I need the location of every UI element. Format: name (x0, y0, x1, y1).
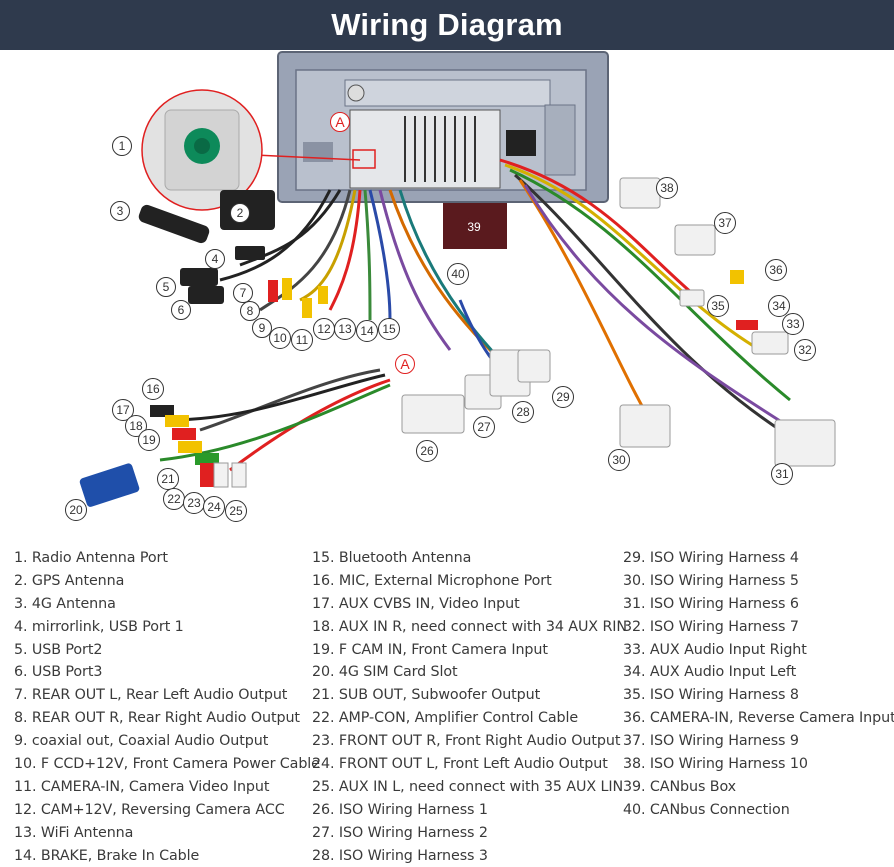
legend-item: 14. BRAKE, Brake In Cable (14, 847, 200, 864)
legend-column-1: 1. Radio Antenna Port 2. GPS Antenna 3. … (14, 547, 320, 867)
callout-11: 11 (291, 329, 313, 351)
legend-item: 12. CAM+12V, Reversing Camera ACC (14, 801, 285, 818)
legend-column-3: 29. ISO Wiring Harness 4 30. ISO Wiring … (623, 547, 894, 822)
callout-15: 15 (378, 318, 400, 340)
legend-item: 7. REAR OUT L, Rear Left Audio Output (14, 687, 288, 704)
legend-item: 26. ISO Wiring Harness 1 (312, 801, 488, 818)
legend-item: 25. AUX IN L, need connect with 35 AUX L… (312, 778, 624, 795)
page-title: Wiring Diagram (331, 7, 563, 42)
callout-39: 39 (463, 216, 485, 238)
callout-26: 26 (416, 440, 438, 462)
callout-32: 32 (794, 339, 816, 361)
wiring-diagram: A A 1 2 3 4 5 6 7 8 9 10 11 12 13 14 15 … (0, 50, 894, 540)
legend-item: 15. Bluetooth Antenna (312, 550, 472, 566)
antenna-port-zoom (141, 89, 376, 211)
callout-9: 9 (252, 318, 272, 338)
legend-item: 28. ISO Wiring Harness 3 (312, 847, 488, 864)
callout-31: 31 (771, 463, 793, 485)
callout-28: 28 (512, 401, 534, 423)
callout-5: 5 (156, 277, 176, 297)
legend-item: 8. REAR OUT R, Rear Right Audio Output (14, 710, 300, 727)
callout-20: 20 (65, 499, 87, 521)
callout-38: 38 (656, 177, 678, 199)
legend-item: 34. AUX Audio Input Left (623, 664, 797, 681)
callout-12: 12 (313, 318, 335, 340)
callout-10: 10 (269, 327, 291, 349)
callout-21: 21 (157, 468, 179, 490)
rca-connectors (150, 270, 758, 488)
callout-34: 34 (768, 295, 790, 317)
callout-27: 27 (473, 416, 495, 438)
legend-item: 35. ISO Wiring Harness 8 (623, 687, 799, 704)
legend-item: 40. CANbus Connection (623, 801, 790, 818)
cable-bundle (159, 158, 811, 472)
callout-4: 4 (205, 249, 225, 269)
callout-29: 29 (552, 386, 574, 408)
callout-30: 30 (608, 449, 630, 471)
legend-item: 16. MIC, External Microphone Port (312, 572, 552, 589)
callout-22: 22 (163, 488, 185, 510)
legend: 1. Radio Antenna Port 2. GPS Antenna 3. … (0, 547, 894, 867)
legend-item: 21. SUB OUT, Subwoofer Output (312, 687, 541, 704)
legend-item: 31. ISO Wiring Harness 6 (623, 595, 799, 612)
legend-column-2: 15. Bluetooth Antenna 16. MIC, External … (312, 547, 627, 867)
sim-slot (79, 463, 140, 507)
callout-6: 6 (171, 300, 191, 320)
callout-33: 33 (782, 313, 804, 335)
legend-item: 23. FRONT OUT R, Front Right Audio Outpu… (312, 733, 621, 750)
legend-item: 5. USB Port2 (14, 641, 103, 658)
legend-item: 27. ISO Wiring Harness 2 (312, 824, 488, 841)
callout-13: 13 (334, 318, 356, 340)
legend-item: 22. AMP-CON, Amplifier Control Cable (312, 710, 579, 727)
callout-7: 7 (233, 283, 253, 303)
callout-17: 17 (112, 399, 134, 421)
legend-item: 1. Radio Antenna Port (14, 550, 168, 566)
iso-harness-plugs (401, 177, 836, 467)
legend-item: 37. ISO Wiring Harness 9 (623, 733, 799, 750)
legend-item: 3. 4G Antenna (14, 595, 116, 612)
callout-25: 25 (225, 500, 247, 522)
legend-item: 32. ISO Wiring Harness 7 (623, 618, 799, 635)
marker-a-bottom: A (395, 354, 415, 374)
legend-item: 33. AUX Audio Input Right (623, 641, 807, 658)
wiring-illustration (79, 51, 836, 507)
callout-8: 8 (240, 301, 260, 321)
marker-a-top: A (330, 112, 350, 132)
callout-36: 36 (765, 259, 787, 281)
callout-3: 3 (110, 201, 130, 221)
callout-1: 1 (112, 136, 132, 156)
legend-item: 38. ISO Wiring Harness 10 (623, 756, 808, 773)
legend-item: 6. USB Port3 (14, 664, 103, 681)
legend-item: 29. ISO Wiring Harness 4 (623, 550, 799, 566)
legend-item: 36. CAMERA-IN, Reverse Camera Input (623, 710, 894, 727)
legend-item: 20. 4G SIM Card Slot (312, 664, 458, 681)
legend-item: 24. FRONT OUT L, Front Left Audio Output (312, 756, 608, 773)
legend-item: 11. CAMERA-IN, Camera Video Input (14, 778, 270, 795)
legend-item: 9. coaxial out, Coaxial Audio Output (14, 733, 269, 750)
legend-item: 30. ISO Wiring Harness 5 (623, 572, 799, 589)
legend-item: 2. GPS Antenna (14, 572, 125, 589)
legend-item: 17. AUX CVBS IN, Video Input (312, 595, 520, 612)
header-bar: Wiring Diagram (0, 0, 894, 50)
legend-item: 19. F CAM IN, Front Camera Input (312, 641, 548, 658)
callout-24: 24 (203, 496, 225, 518)
callout-14: 14 (356, 320, 378, 342)
callout-16: 16 (142, 378, 164, 400)
legend-item: 39. CANbus Box (623, 778, 737, 795)
callout-19: 19 (138, 429, 160, 451)
head-unit (277, 51, 609, 203)
callout-2: 2 (230, 203, 250, 223)
legend-item: 10. F CCD+12V, Front Camera Power Cable (14, 756, 320, 773)
legend-item: 18. AUX IN R, need connect with 34 AUX R… (312, 618, 627, 635)
legend-item: 13. WiFi Antenna (14, 824, 134, 841)
callout-23: 23 (183, 492, 205, 514)
callout-35: 35 (707, 295, 729, 317)
callout-40: 40 (447, 263, 469, 285)
callout-37: 37 (714, 212, 736, 234)
legend-item: 4. mirrorlink, USB Port 1 (14, 618, 184, 635)
